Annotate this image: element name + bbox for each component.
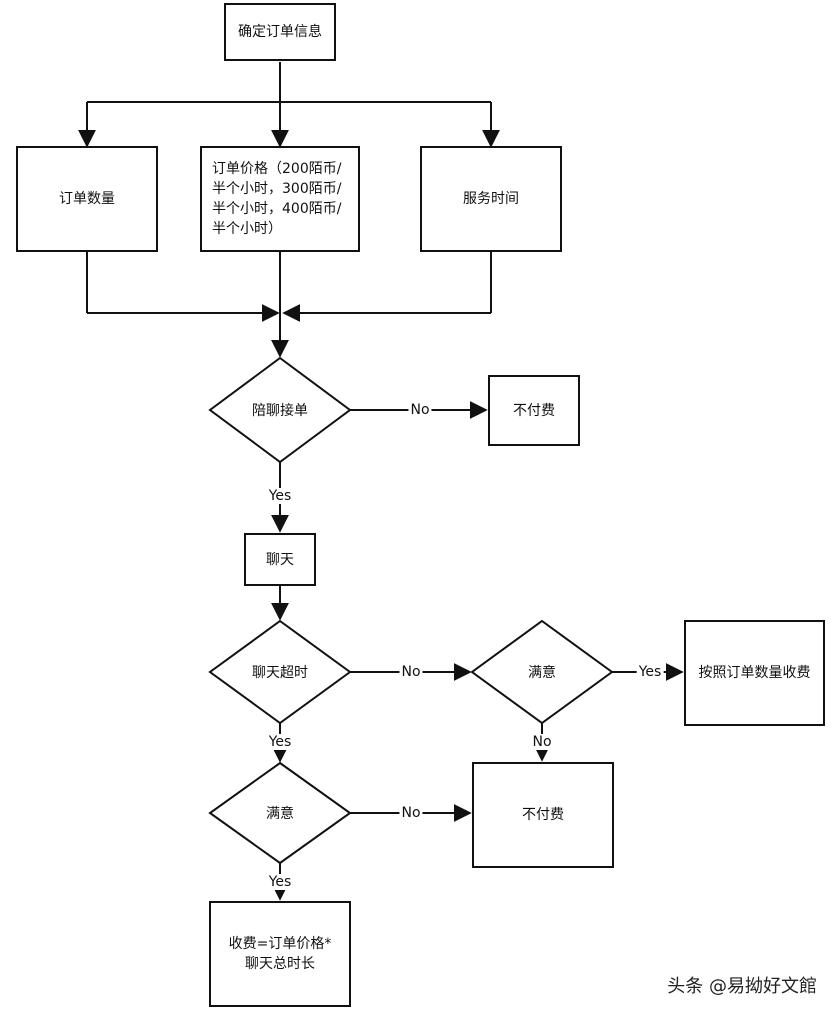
fee-formula-label: 收费=订单价格*聊天总时长 xyxy=(228,936,332,972)
edge-label-accept-no: No xyxy=(408,402,432,418)
no-pay-box-1: 不付费 xyxy=(488,375,580,446)
no-pay-box-2: 不付费 xyxy=(472,762,614,868)
order-price-box: 订单价格（200陌币/半个小时，300陌币/半个小时，400陌币/半个小时） xyxy=(200,146,360,252)
fee-formula-box: 收费=订单价格*聊天总时长 xyxy=(209,901,351,1007)
satisfied-left-label: 满意 xyxy=(266,806,294,822)
edge-label-sat-right-yes: Yes xyxy=(636,664,664,680)
edge-label-sat-right-no: No xyxy=(530,734,554,750)
chat-label: 聊天 xyxy=(266,551,294,568)
charge-by-quantity-label: 按照订单数量收费 xyxy=(698,665,811,681)
watermark: 头条 @易拗好文館 xyxy=(667,976,817,997)
edge-label-timeout-no: No xyxy=(399,664,423,680)
order-price-label: 订单价格（200陌币/半个小时，300陌币/半个小时，400陌币/半个小时） xyxy=(212,161,342,237)
chat-timeout-label: 聊天超时 xyxy=(252,665,308,681)
edge-label-sat-left-yes: Yes xyxy=(266,874,294,890)
edge-label-accept-yes: Yes xyxy=(266,488,294,504)
accept-order-label: 陪聊接单 xyxy=(252,403,308,419)
order-quantity-label: 订单数量 xyxy=(59,191,115,207)
satisfied-right-label: 满意 xyxy=(528,665,556,681)
edge-label-sat-left-no: No xyxy=(399,805,423,821)
service-time-box: 服务时间 xyxy=(420,146,562,252)
no-pay-label-1: 不付费 xyxy=(513,402,555,419)
no-pay-label-2: 不付费 xyxy=(522,807,564,823)
chat-box: 聊天 xyxy=(244,533,316,586)
confirm-order-label: 确定订单信息 xyxy=(238,24,322,40)
edge-label-timeout-yes: Yes xyxy=(266,734,294,750)
service-time-label: 服务时间 xyxy=(463,191,519,207)
confirm-order-box: 确定订单信息 xyxy=(224,3,336,61)
charge-by-quantity-box: 按照订单数量收费 xyxy=(684,620,825,726)
order-quantity-box: 订单数量 xyxy=(16,146,158,252)
